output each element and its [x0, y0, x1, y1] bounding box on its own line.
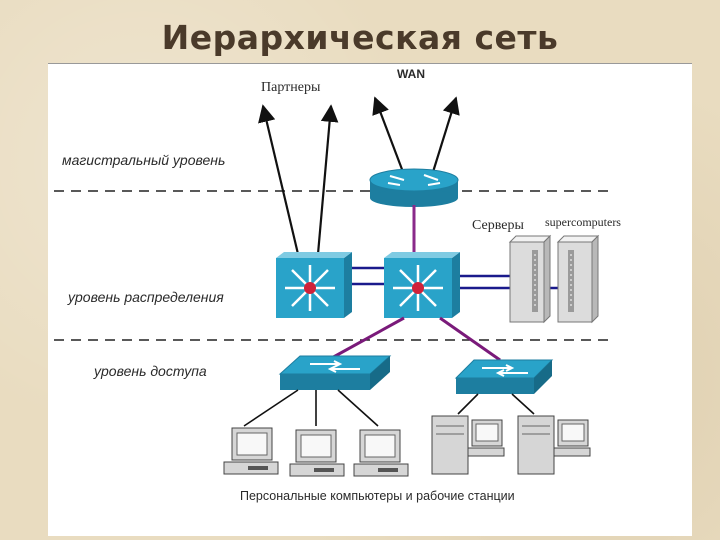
- workstation-2-icon: [517, 415, 591, 475]
- distribution-level-label: уровень распределения: [67, 289, 224, 305]
- diagram-panel: магистральный уровень уровень распределе…: [48, 63, 692, 536]
- distribution-switch-1-icon: [276, 252, 352, 318]
- distribution-switch-2-icon: [384, 252, 460, 318]
- workstation-1-icon: [431, 415, 505, 475]
- wan-links: [372, 96, 460, 173]
- access-pc-links: [243, 389, 535, 427]
- core-level-label: магистральный уровень: [62, 152, 225, 168]
- partners-label: Партнеры: [261, 80, 321, 95]
- supercomputers-label: supercomputers: [545, 215, 621, 229]
- wan-label: WAN: [397, 67, 425, 81]
- server-icon: [508, 234, 552, 324]
- slide-title: Иерархическая сеть: [161, 18, 559, 57]
- pc-3-icon: [353, 429, 409, 477]
- partner-links: [258, 104, 339, 255]
- pc-1-icon: [223, 427, 279, 475]
- access-level-label: уровень доступа: [93, 363, 207, 379]
- supercomputer-icon: [556, 234, 600, 324]
- access-switch-2-icon: [454, 359, 554, 394]
- distribution-access-links: [327, 316, 501, 362]
- pc-2-icon: [289, 429, 345, 477]
- network-diagram: магистральный уровень уровень распределе…: [54, 67, 621, 503]
- access-switch-1-icon: [278, 355, 392, 390]
- workstations-label: Персональные компьютеры и рабочие станци…: [240, 489, 515, 503]
- servers-label: Серверы: [472, 218, 524, 233]
- core-router-icon: [369, 168, 459, 207]
